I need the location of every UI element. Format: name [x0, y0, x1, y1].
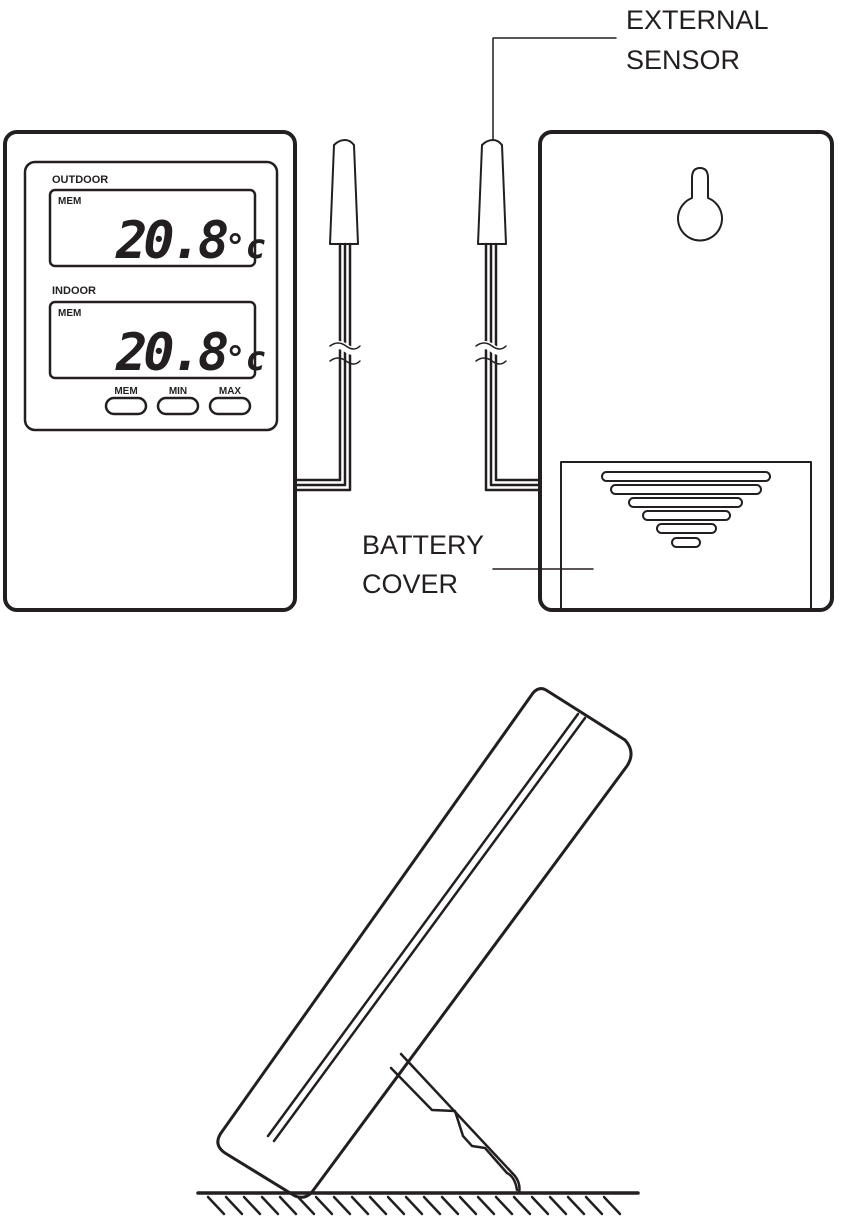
- ground-hatching: [206, 1195, 622, 1216]
- left-sensor-probe: [293, 139, 364, 492]
- external-sensor-leader: [492, 37, 617, 141]
- max-button-label: MAX: [219, 386, 242, 397]
- front-unit: [3, 130, 297, 612]
- outdoor-label: OUTDOOR: [52, 174, 108, 186]
- outdoor-temperature: 20.8: [115, 211, 227, 271]
- max-button[interactable]: [208, 396, 252, 416]
- min-button[interactable]: [156, 396, 200, 416]
- mem-button-label: MEM: [114, 386, 137, 397]
- min-button-label: MIN: [169, 386, 187, 397]
- outdoor-unit: °c: [225, 227, 266, 267]
- indoor-temperature: 20.8: [115, 323, 227, 383]
- right-sensor-probe: [472, 37, 617, 492]
- side-view-standing-unit: [196, 687, 640, 1216]
- mem-button[interactable]: [104, 396, 148, 416]
- battery-cover-callout-line2: COVER: [362, 569, 458, 599]
- battery-cover[interactable]: [560, 461, 812, 611]
- battery-cover-callout-line1: BATTERY: [362, 530, 484, 560]
- outdoor-display: [48, 188, 257, 268]
- indoor-label: INDOOR: [52, 285, 96, 297]
- indoor-unit: °c: [225, 339, 266, 379]
- external-sensor-callout-line1: EXTERNAL: [626, 5, 769, 35]
- back-unit: [492, 130, 834, 612]
- outdoor-mem-indicator: MEM: [58, 196, 81, 207]
- wall-hook-keyhole-icon: [677, 167, 723, 242]
- indoor-mem-indicator: MEM: [58, 308, 81, 319]
- external-sensor-callout-line2: SENSOR: [626, 45, 740, 75]
- indoor-display: [48, 300, 257, 380]
